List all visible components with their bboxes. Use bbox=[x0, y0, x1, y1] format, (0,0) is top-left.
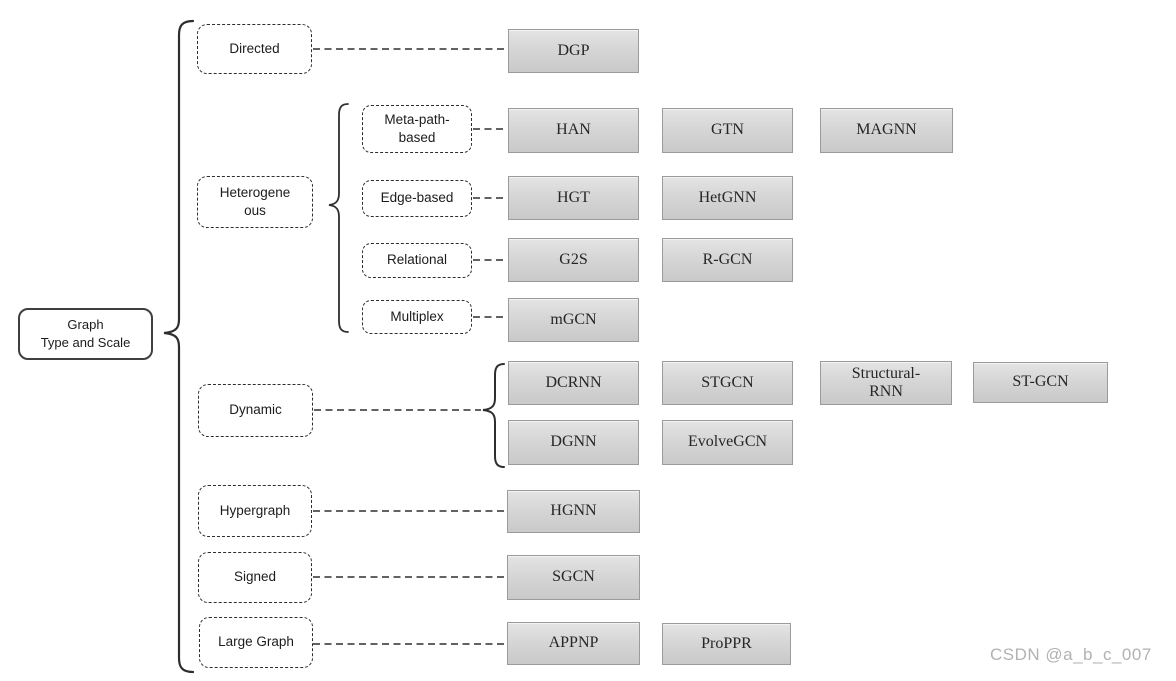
model-box-han: HAN bbox=[508, 108, 639, 153]
model-box-mgcn: mGCN bbox=[508, 298, 639, 342]
model-box-hetgnn: HetGNN bbox=[662, 176, 793, 220]
category-node-heterogeneous: Heterogene ous bbox=[197, 176, 313, 228]
model-box-gtn: GTN bbox=[662, 108, 793, 153]
root-node-graph-type-and-scale: Graph Type and Scale bbox=[18, 308, 153, 360]
model-box-hgt: HGT bbox=[508, 176, 639, 220]
model-box-st-gcn: ST-GCN bbox=[973, 362, 1108, 403]
model-box-g2s: G2S bbox=[508, 238, 639, 282]
model-box-stgcn: STGCN bbox=[662, 361, 793, 405]
model-box-appnp: APPNP bbox=[507, 622, 640, 665]
model-box-dgp: DGP bbox=[508, 29, 639, 73]
model-box-r-gcn: R-GCN bbox=[662, 238, 793, 282]
curly-brace-dynamic bbox=[482, 363, 505, 468]
model-box-dgnn: DGNN bbox=[508, 420, 639, 465]
subcategory-node-relational: Relational bbox=[362, 243, 472, 278]
model-box-magnn: MAGNN bbox=[820, 108, 953, 153]
subcategory-node-edge-based: Edge-based bbox=[362, 180, 472, 217]
csdn-watermark: CSDN @a_b_c_007 bbox=[990, 645, 1152, 664]
category-node-dynamic: Dynamic bbox=[198, 384, 313, 437]
category-node-large-graph: Large Graph bbox=[199, 617, 313, 668]
model-box-hgnn: HGNN bbox=[507, 490, 640, 533]
category-node-directed: Directed bbox=[197, 24, 312, 74]
subcategory-node-multiplex: Multiplex bbox=[362, 300, 472, 334]
category-node-signed: Signed bbox=[198, 552, 312, 603]
model-box-evolvegcn: EvolveGCN bbox=[662, 420, 793, 465]
model-box-proppr: ProPPR bbox=[662, 623, 791, 665]
subcategory-node-meta-path-based: Meta-path- based bbox=[362, 105, 472, 153]
model-box-sgcn: SGCN bbox=[507, 555, 640, 600]
model-box-dcrnn: DCRNN bbox=[508, 361, 639, 405]
category-node-hypergraph: Hypergraph bbox=[198, 485, 312, 537]
curly-brace-heterogeneous bbox=[328, 103, 349, 333]
model-box-structural-rnn: Structural- RNN bbox=[820, 361, 952, 405]
curly-brace-main bbox=[163, 19, 195, 674]
